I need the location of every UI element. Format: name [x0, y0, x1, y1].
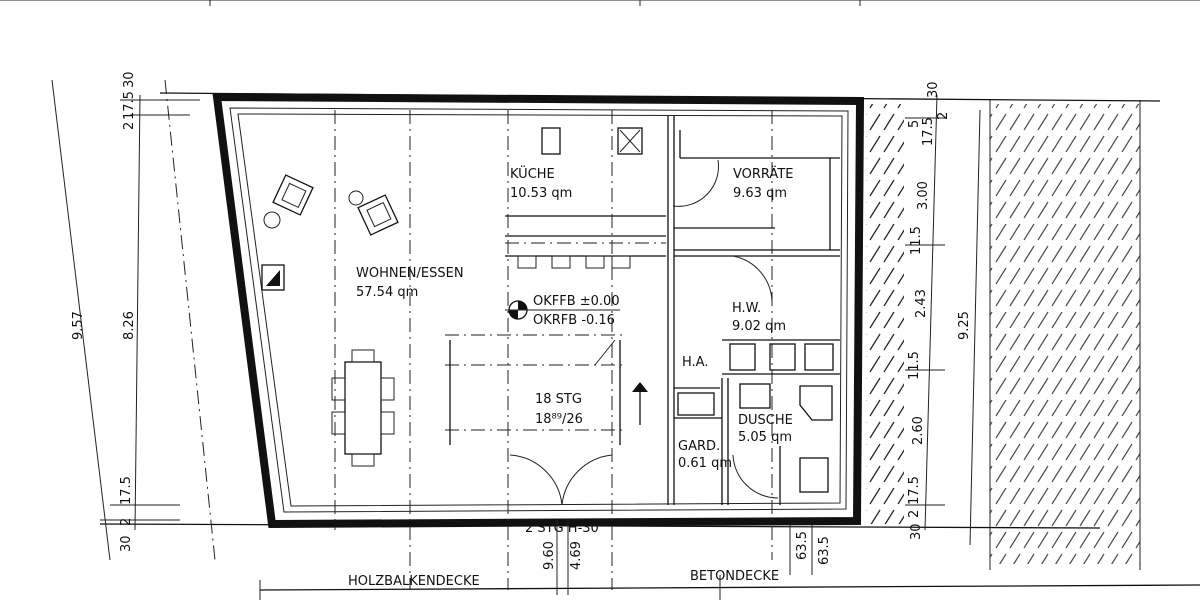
- dim-right-115a: 11.5: [909, 226, 924, 255]
- dim-right-top-175: 17.5: [921, 117, 936, 146]
- exterior-walls: [99, 92, 1161, 529]
- level-okffb: OKFFB ±0.00: [533, 294, 620, 309]
- adjacent-wall-hatch: [866, 104, 904, 524]
- room-area-hw: 9.02 qm: [732, 319, 786, 334]
- top-dimension-line: [0, 0, 1200, 6]
- room-name-ha: H.A.: [682, 355, 708, 370]
- room-area-kueche: 10.53 qm: [510, 186, 572, 201]
- dim-left-bot-175: 17.5: [119, 476, 134, 505]
- bottom-dimensions: [259, 520, 1200, 600]
- left-dimensions: [51, 79, 200, 561]
- room-area-wohnen: 57.54 qm: [356, 285, 418, 300]
- room-area-dusche: 5.05 qm: [738, 430, 792, 445]
- dim-right-bot-2: 2: [907, 510, 922, 518]
- dim-right-top-5: 5: [907, 120, 922, 128]
- dim-left-957: 9.57: [71, 311, 86, 340]
- dim-left-top-30: 30: [122, 71, 137, 88]
- dim-left-bot-2: 2: [119, 518, 134, 526]
- room-area-gard: 0.61 qm: [678, 456, 732, 471]
- furniture: [261, 174, 834, 493]
- axis-lines: [164, 79, 773, 590]
- dim-bottom-635b: 63.5: [817, 536, 832, 565]
- dim-right-top-30: 30: [926, 81, 941, 98]
- right-dimensions: [905, 94, 981, 546]
- level-marker: [505, 300, 620, 320]
- room-name-kueche: KÜCHE: [510, 165, 555, 182]
- stair-count: 18 STG: [535, 392, 582, 407]
- dim-left-bot-30: 30: [119, 535, 134, 552]
- dim-right-260: 2.60: [911, 416, 926, 445]
- dim-right-top-2: 2: [936, 112, 951, 120]
- dim-right-115b: 11.5: [907, 351, 922, 380]
- room-name-dusche: DUSCHE: [738, 413, 793, 428]
- dim-left-top-2: 2: [122, 122, 137, 130]
- interior-walls: [667, 116, 840, 505]
- dim-bottom-960: 9.60: [542, 541, 557, 570]
- dim-bottom-469: 4.69: [569, 541, 584, 570]
- dim-right-243: 2.43: [914, 289, 929, 318]
- dim-left-826: 8.26: [122, 311, 137, 340]
- dim-left-top-175: 17.5: [122, 91, 137, 120]
- dim-right-bot-175: 17.5: [907, 476, 922, 505]
- adjacent-building-hatch: [990, 104, 1140, 564]
- room-name-hw: H.W.: [732, 301, 761, 316]
- room-name-gard: GARD.: [678, 439, 720, 454]
- dim-bottom-635a: 63.5: [795, 531, 810, 560]
- ceiling-concrete: BETONDECKE: [690, 569, 779, 584]
- room-name-vorraete: VORRÄTE: [733, 166, 793, 182]
- stair-ratio: 18⁸⁹/26: [535, 412, 583, 427]
- ceiling-wood: HOLZBALKENDECKE: [348, 574, 480, 589]
- entry-steps: 2 STG H-30: [525, 521, 599, 536]
- dim-right-bot-30: 30: [909, 523, 924, 540]
- dim-right-925: 9.25: [957, 311, 972, 340]
- level-okrfb: OKRFB -0.16: [533, 313, 615, 328]
- kitchen-counter: [505, 127, 779, 499]
- room-name-wohnen: WOHNEN/ESSEN: [356, 266, 464, 281]
- dim-right-300: 3.00: [916, 181, 931, 210]
- staircase: [445, 334, 648, 523]
- room-area-vorraete: 9.63 qm: [733, 186, 787, 201]
